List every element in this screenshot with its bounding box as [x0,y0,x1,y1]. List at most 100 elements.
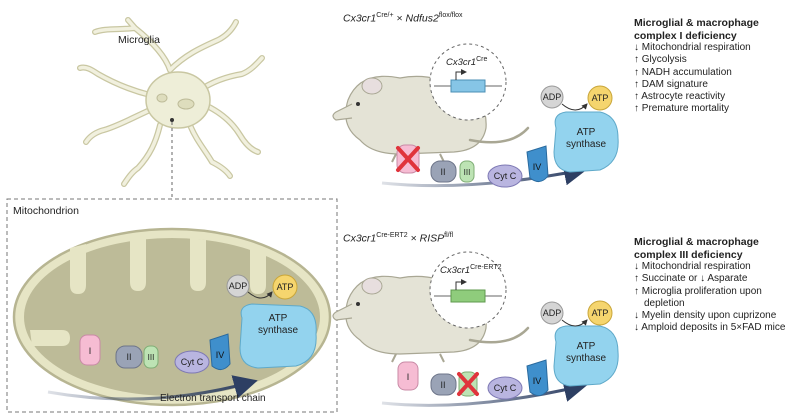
top-complex-4 [526,145,549,182]
bottom-cross-gene2: RISP [419,232,445,245]
top-complex-1-cross [396,146,420,172]
top-complex-3-label: III [464,168,471,177]
bottom-etc-arrow [381,378,588,407]
top-atp-synthase [553,111,619,173]
left-complex-2 [115,345,143,369]
bottom-atp [587,300,613,326]
bottom-atp-synthase [553,325,619,387]
left-etc [47,274,317,401]
left-adp-to-atp-arrow [247,291,273,299]
microglia-cell [77,17,265,187]
left-atp-synthase [239,303,317,369]
left-complex-2-label: II [126,352,131,362]
top-complex-2-label: II [440,167,445,177]
bottom-heading-line-2: complex III deficiency [634,248,743,261]
top-complex-4-label: IV [533,162,542,172]
bottom-transgene-label: Cx3cr1Cre-ERT2 [440,264,501,276]
left-atp [272,274,298,300]
bottom-complex-4 [526,359,549,396]
bottom-atp-synthase-label-2: synthase [566,353,606,364]
mitochondrion-inset-box [6,198,338,413]
bottom-cross-gene1-sup: Cre-ERT2 [376,232,408,239]
bottom-transgene-construct [434,279,502,303]
left-cytc-label: Cyt C [181,357,204,367]
top-heading-line-1: Microglial & macrophage [634,17,759,29]
bottom-effects-list: ↓ Mitochondrial respiration ↑ Succinate … [634,261,785,335]
left-complex-3 [143,345,159,369]
bottom-complex-3-cross [457,372,479,396]
bottom-cross-gene1: Cx3cr1 [343,232,377,245]
top-cross-title: Cx3cr1Cre/+ × Ndfus2flox/flox [343,12,463,25]
microglia-label: Microglia [118,34,160,46]
bottom-cross-times: × [407,232,420,245]
top-cytc [487,164,523,188]
top-cross-gene1-sup: Cre/+ [376,12,394,19]
bottom-effect-item: ↓ Mitochondrial respiration [634,261,751,272]
left-atp-synthase-label-2: synthase [258,325,298,336]
bottom-complex-4-label: IV [533,376,542,386]
bottom-complex-1 [397,361,419,391]
bottom-effect-item: ↓ Myelin density upon cuprizone [634,310,777,322]
bottom-cytc-label: Cyt C [494,383,517,393]
bottom-effects-heading: Microglial & macrophage complex III defi… [634,236,785,261]
bottom-atp-synthase-label-1: ATP [577,341,596,352]
left-complex-3-label: III [148,353,155,362]
top-transgene-sup: Cre [476,56,488,63]
top-adp [540,85,564,109]
bottom-effects-panel: Microglial & macrophage complex III defi… [634,236,785,335]
top-etc-arrow [381,161,588,188]
top-transgene-label: Cx3cr1Cre [446,56,487,68]
top-atp-synthase-label-2: synthase [566,139,606,150]
top-cross-times: × [393,12,406,25]
top-cross-gene2: Ndfus2 [405,12,439,25]
top-effect-item: ↓ Mitochondrial respiration [634,42,751,53]
bottom-effect-item: ↑ Succinate or ↓ Asparate [634,273,748,285]
bottom-effect-item: depletion [644,297,685,309]
top-effect-item: ↑ NADH accumulation [634,66,732,78]
left-atp-label: ATP [277,282,294,292]
bottom-transgene-sup: Cre-ERT2 [470,264,502,271]
top-atp [587,85,613,111]
top-effects-list: ↓ Mitochondrial respiration ↑ Glycolysis… [634,42,759,116]
top-effects-heading: Microglial & macrophage complex I defici… [634,17,759,42]
left-complex-1-label: I [89,346,92,356]
top-effect-item: ↑ Premature mortality [634,103,730,115]
top-transgene-gene: Cx3cr1 [446,57,477,69]
left-complex-1 [79,334,101,366]
left-cytc [174,350,210,374]
bottom-adp-label: ADP [543,308,562,318]
bottom-transgene-gene: Cx3cr1 [440,265,471,277]
bottom-effect-item: ↓ Amploid deposits in 5×FAD mice [634,322,786,334]
left-etc-arrow [47,375,258,401]
top-effects-panel: Microglial & macrophage complex I defici… [634,17,759,116]
top-effect-item: ↑ Glycolysis [634,54,687,66]
top-complex-2 [430,160,457,183]
top-etc [381,85,619,188]
top-effect-item: ↑ Astrocyte reactivity [634,91,726,103]
bottom-cytc [487,376,523,400]
top-heading-line-2: complex I deficiency [634,29,737,42]
top-cross-gene1: Cx3cr1 [343,12,377,25]
bottom-etc [381,300,619,407]
top-complex-3 [459,160,475,183]
left-atp-synthase-label-1: ATP [269,313,288,324]
bottom-cross-title: Cx3cr1Cre-ERT2 × RISPfl/fl [343,232,453,245]
top-atp-label: ATP [592,93,609,103]
left-complex-4-label: IV [216,350,225,360]
left-complex-4 [209,333,231,370]
bottom-atp-label: ATP [592,308,609,318]
bottom-complex-2 [430,373,457,396]
etc-label: Electron transport chain [160,393,266,404]
left-adp [226,274,250,298]
left-adp-label: ADP [229,281,248,291]
bottom-adp [540,301,564,325]
bottom-complex-1-label: I [407,372,410,382]
bottom-adp-to-atp-arrow [561,319,588,327]
bottom-heading-line-1: Microglial & macrophage [634,236,759,248]
top-adp-to-atp-arrow [561,103,588,111]
top-atp-synthase-label-1: ATP [577,127,596,138]
bottom-effect-item: ↑ Microglia proliferation upon [634,285,762,297]
bottom-complex-2-label: II [440,380,445,390]
top-transgene-construct [434,69,502,93]
